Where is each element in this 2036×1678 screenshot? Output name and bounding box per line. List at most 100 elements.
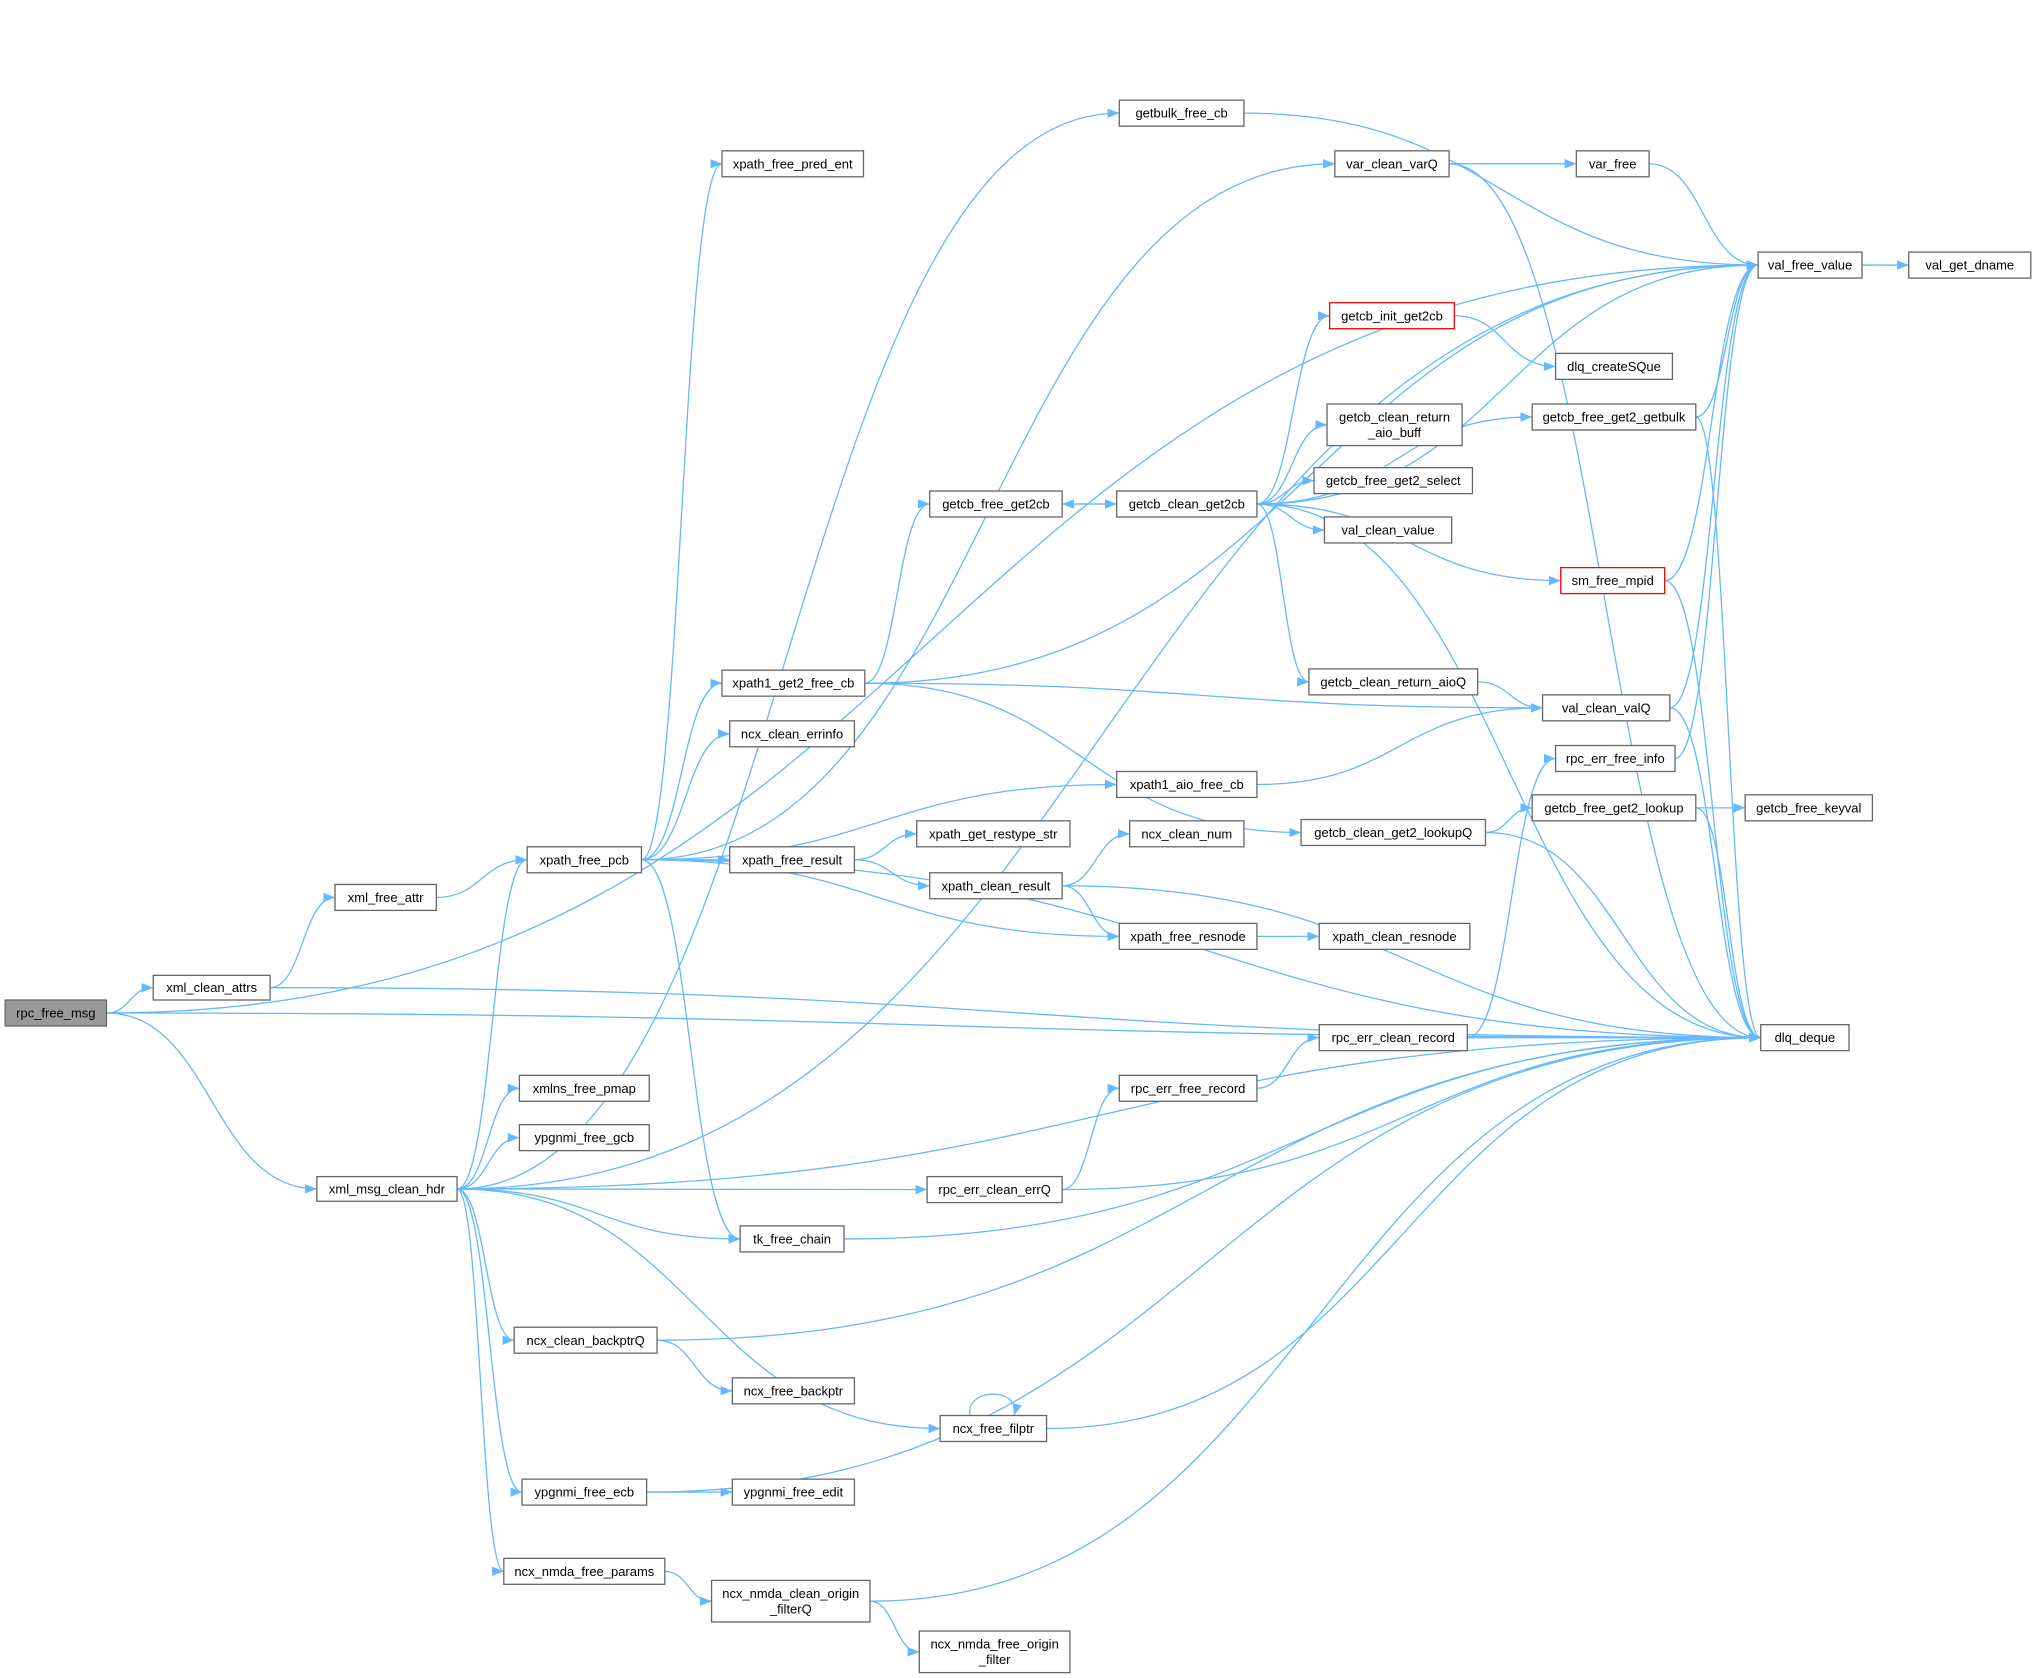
node-val-get-dname[interactable]: val_get_dname — [1908, 251, 2032, 279]
node-ncx-nmda-free-origin-filter[interactable]: ncx_nmda_free_origin_filter — [918, 1630, 1071, 1674]
node-rpc-err-clean-errQ[interactable]: rpc_err_clean_errQ — [926, 1175, 1063, 1204]
node-dlq-deque[interactable]: dlq_deque — [1760, 1024, 1850, 1052]
node-rpc-err-clean-record[interactable]: rpc_err_clean_record — [1318, 1024, 1468, 1052]
node-getcb-free-keyval[interactable]: getcb_free_keyval — [1744, 794, 1874, 822]
node-xpath-clean-resnode[interactable]: xpath_clean_resnode — [1318, 922, 1471, 951]
node-xpath-free-result[interactable]: xpath_free_result — [729, 846, 856, 874]
node-ypgnmi-free-gcb[interactable]: ypgnmi_free_gcb — [518, 1124, 650, 1152]
node-getcb-init-get2cb[interactable]: getcb_init_get2cb — [1328, 302, 1455, 330]
edge-rpc-free-msg-to-xml-msg-clean-hdr — [106, 1012, 317, 1194]
node-xmlns-free-pmap[interactable]: xmlns_free_pmap — [518, 1074, 650, 1102]
node-getcb-free-get2-lookup[interactable]: getcb_free_get2_lookup — [1531, 794, 1697, 822]
node-xpath-free-resnode[interactable]: xpath_free_resnode — [1118, 922, 1258, 951]
node-val-clean-value[interactable]: val_clean_value — [1323, 516, 1453, 544]
node-box — [710, 1579, 871, 1623]
node-label: xpath_clean_result — [941, 878, 1050, 893]
node-getcb-free-get2cb[interactable]: getcb_free_get2cb — [929, 490, 1063, 518]
node-tk-free-chain[interactable]: tk_free_chain — [739, 1225, 845, 1253]
edge-rpc-err-clean-record-to-rpc-err-free-info — [1467, 753, 1556, 1039]
node-getcb-free-get2-select[interactable]: getcb_free_get2_select — [1313, 466, 1474, 495]
node-getcb-clean-get2-lookupQ[interactable]: getcb_clean_get2_lookupQ — [1300, 818, 1487, 847]
node-box — [152, 974, 271, 1001]
node-label: getcb_free_get2_lookup — [1544, 800, 1683, 815]
node-label: _filterQ — [769, 1602, 812, 1617]
edge-xml-msg-clean-hdr-to-getbulk-free-cb — [457, 108, 1120, 1190]
edge-xpath1-aio-free-cb-to-val-clean-valQ — [1256, 703, 1543, 786]
node-getcb-clean-return-aio-buff[interactable]: getcb_clean_return_aio_buff — [1326, 403, 1463, 447]
edge-xml-msg-clean-hdr-to-dlq-deque — [457, 1032, 1761, 1190]
edge-var-free-to-val-free-value — [1649, 163, 1759, 270]
node-label: xpath_free_pcb — [540, 852, 629, 867]
edge-sm-free-mpid-to-dlq-deque — [1664, 579, 1761, 1043]
node-getbulk-free-cb[interactable]: getbulk_free_cb — [1118, 99, 1245, 127]
node-getcb-clean-get2cb[interactable]: getcb_clean_get2cb — [1116, 490, 1258, 518]
node-getcb-clean-return-aioQ[interactable]: getcb_clean_return_aioQ — [1308, 668, 1479, 696]
node-ncx-clean-backptrQ[interactable]: ncx_clean_backptrQ — [513, 1326, 658, 1354]
edge-xpath1-get2-free-cb-to-getcb-free-get2cb — [864, 499, 930, 684]
node-ncx-clean-errinfo[interactable]: ncx_clean_errinfo — [729, 720, 856, 748]
node-ncx-nmda-free-params[interactable]: ncx_nmda_free_params — [503, 1557, 666, 1585]
node-box — [1116, 770, 1258, 799]
node-xml-free-attr[interactable]: xml_free_attr — [334, 883, 437, 912]
node-label: _aio_buff — [1367, 425, 1422, 440]
node-rpc-err-free-record[interactable]: rpc_err_free_record — [1118, 1074, 1258, 1102]
node-box — [513, 1326, 658, 1354]
node-label: rpc_err_free_info — [1566, 751, 1665, 766]
node-sm-free-mpid[interactable]: sm_free_mpid — [1560, 566, 1666, 595]
node-xml-msg-clean-hdr[interactable]: xml_msg_clean_hdr — [316, 1175, 458, 1202]
edge-xml-msg-clean-hdr-to-ypgnmi-free-ecb — [456, 1188, 523, 1497]
node-box — [721, 669, 866, 697]
edge-xpath-free-pcb-to-xpath1-get2-free-cb — [641, 678, 722, 861]
node-val-free-value[interactable]: val_free_value — [1757, 251, 1863, 279]
node-label: getcb_clean_return — [1339, 410, 1450, 425]
node-xpath-free-pcb[interactable]: xpath_free_pcb — [526, 846, 643, 874]
node-ypgnmi-free-edit[interactable]: ypgnmi_free_edit — [731, 1478, 856, 1506]
edge-xpath1-get2-free-cb-to-getcb-clean-get2-lookupQ — [864, 682, 1302, 838]
node-getcb-free-get2-getbulk[interactable]: getcb_free_get2_getbulk — [1531, 403, 1697, 431]
node-box — [1757, 251, 1863, 279]
node-xpath1-aio-free-cb[interactable]: xpath1_aio_free_cb — [1116, 770, 1258, 799]
node-label: xmlns_free_pmap — [533, 1081, 636, 1096]
node-ypgnmi-free-ecb[interactable]: ypgnmi_free_ecb — [521, 1478, 648, 1506]
node-xpath-free-pred-ent[interactable]: xpath_free_pred_ent — [721, 150, 865, 178]
edge-getcb-free-get2-getbulk-to-dlq-deque — [1695, 416, 1762, 1043]
node-rpc-err-free-info[interactable]: rpc_err_free_info — [1554, 744, 1676, 773]
node-var-clean-varQ[interactable]: var_clean_varQ — [1334, 150, 1450, 178]
node-val-clean-valQ[interactable]: val_clean_valQ — [1541, 694, 1671, 722]
node-label: rpc_err_free_record — [1131, 1081, 1246, 1096]
node-xpath-get-restype-str[interactable]: xpath_get_restype_str — [916, 820, 1071, 848]
node-ncx-free-filptr[interactable]: ncx_free_filptr — [939, 1414, 1048, 1443]
node-xpath1-get2-free-cb[interactable]: xpath1_get2_free_cb — [721, 669, 866, 697]
node-ncx-clean-num[interactable]: ncx_clean_num — [1129, 820, 1245, 848]
edge-val-clean-valQ-to-val-free-value — [1669, 260, 1759, 709]
edge-ypgnmi-free-ecb-to-dlq-deque — [646, 1033, 1761, 1493]
node-rpc-free-msg[interactable]: rpc_free_msg — [4, 999, 108, 1027]
edge-ncx-nmda-free-params-to-ncx-nmda-clean-origin-filterQ — [664, 1570, 712, 1606]
node-xpath-clean-result[interactable]: xpath_clean_result — [929, 872, 1063, 900]
node-box — [1313, 466, 1474, 495]
edges-layer — [106, 108, 1909, 1657]
node-label: tk_free_chain — [753, 1231, 831, 1246]
edge-rpc-free-msg-to-xml-clean-attrs — [106, 983, 154, 1014]
node-label: getcb_free_get2_select — [1326, 473, 1461, 488]
edge-rpc-err-clean-errQ-to-rpc-err-free-record — [1062, 1083, 1120, 1191]
node-label: ypgnmi_free_edit — [744, 1485, 844, 1500]
node-dlq-createSQue[interactable]: dlq_createSQue — [1554, 352, 1674, 380]
node-label: ncx_nmda_free_origin — [930, 1637, 1058, 1652]
node-ncx-nmda-clean-origin-filterQ[interactable]: ncx_nmda_clean_origin_filterQ — [710, 1579, 871, 1623]
node-label: xpath_free_pred_ent — [733, 156, 853, 171]
edge-xml-msg-clean-hdr-to-xmlns-free-pmap — [456, 1083, 520, 1190]
edge-getcb-clean-get2-lookupQ-to-getcb-free-get2-lookup — [1485, 803, 1533, 834]
edge-rpc-err-free-info-to-val-free-value — [1674, 260, 1759, 760]
edge-ncx-nmda-clean-origin-filterQ-to-dlq-deque — [869, 1033, 1761, 1602]
node-box — [926, 1175, 1063, 1204]
node-ncx-free-backptr[interactable]: ncx_free_backptr — [731, 1377, 856, 1405]
node-box — [1118, 99, 1245, 127]
edge-getcb-clean-get2cb-to-getcb-free-get2-select — [1256, 475, 1315, 505]
node-xml-clean-attrs[interactable]: xml_clean_attrs — [152, 974, 271, 1001]
edge-xpath-free-pcb-to-xpath-free-pred-ent — [641, 159, 723, 861]
node-label: xpath_free_resnode — [1130, 929, 1245, 944]
node-box — [1744, 794, 1874, 822]
edge-ncx-clean-backptrQ-to-dlq-deque — [657, 1032, 1761, 1341]
node-var-free[interactable]: var_free — [1575, 150, 1650, 178]
